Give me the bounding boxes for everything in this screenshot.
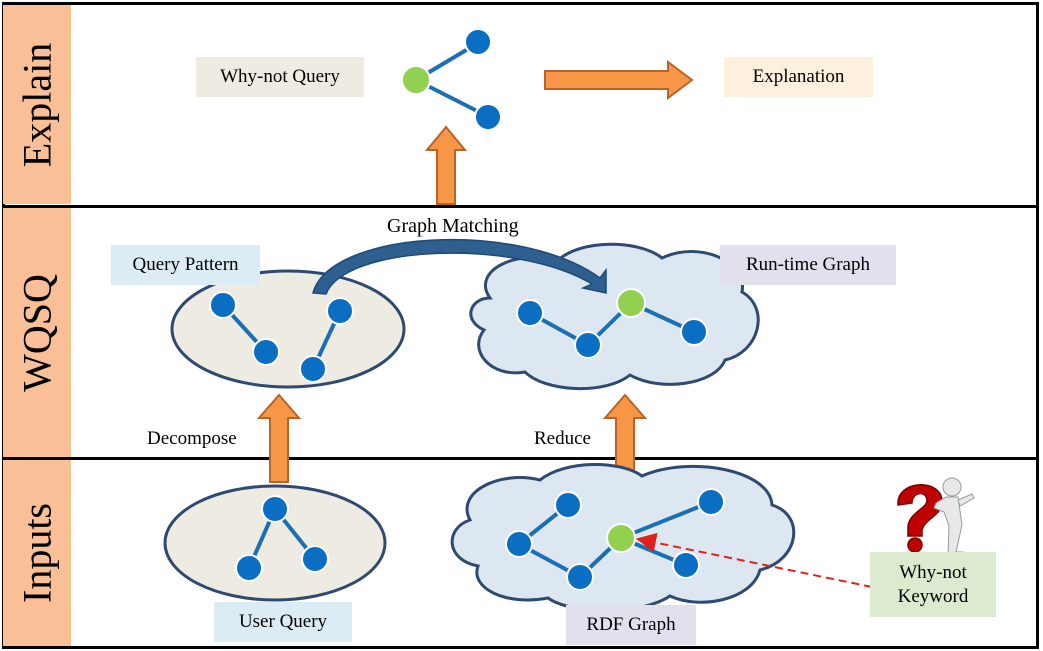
query-pattern-ellipse xyxy=(170,269,406,389)
graph-node xyxy=(299,355,327,383)
explanation-label: Explanation xyxy=(724,57,873,97)
graph-node xyxy=(566,563,594,591)
graph-node xyxy=(235,554,263,582)
graph-node xyxy=(516,299,544,327)
explain-right-arrow xyxy=(544,60,694,100)
graph-node-highlight xyxy=(606,523,636,553)
runtime-graph-nodes xyxy=(516,288,708,359)
whynot-keyword-label: Why-not Keyword xyxy=(870,552,996,617)
user-query-label: User Query xyxy=(214,602,352,642)
rdf-graph-nodes xyxy=(505,488,725,591)
rdf-graph-label: RDF Graph xyxy=(566,605,696,645)
user-query-ellipse xyxy=(163,484,387,602)
graph-node xyxy=(252,338,280,366)
graph-node-highlight xyxy=(616,288,646,318)
query-pattern-graph xyxy=(209,291,354,383)
whynot-query-graph xyxy=(401,28,502,131)
graph-node xyxy=(680,318,708,346)
question-mark-person-icon xyxy=(897,477,975,557)
runtime-graph-label: Run-time Graph xyxy=(720,245,896,285)
graph-node xyxy=(326,297,354,325)
graph-node xyxy=(261,495,289,523)
wqsq-layer-label: WQSQ xyxy=(3,208,71,457)
inputs-layer-label: Inputs xyxy=(3,460,71,646)
graph-node xyxy=(554,491,582,519)
reduce-up-arrow xyxy=(602,393,648,481)
graph-matching-label: Graph Matching xyxy=(387,215,519,237)
match-up-arrow xyxy=(424,125,468,205)
whynot-query-label: Why-not Query xyxy=(196,57,364,97)
graph-node xyxy=(672,551,700,579)
decompose-up-arrow xyxy=(256,393,302,483)
decompose-label: Decompose xyxy=(147,428,237,449)
user-query-graph xyxy=(235,495,329,582)
whynot-keyword-dashed-arrow xyxy=(636,532,873,588)
query-pattern-label: Query Pattern xyxy=(111,245,260,285)
graph-node xyxy=(209,291,237,319)
graph-node xyxy=(464,28,492,56)
graph-node xyxy=(301,545,329,573)
reduce-label: Reduce xyxy=(534,428,591,449)
explain-layer xyxy=(2,2,1039,208)
graph-node-highlight xyxy=(401,65,431,95)
graph-matching-arrow xyxy=(312,239,607,295)
explain-layer-label: Explain xyxy=(3,5,71,204)
graph-node xyxy=(697,488,725,516)
graph-node xyxy=(505,530,533,558)
graph-node xyxy=(474,103,502,131)
graph-node xyxy=(574,331,602,359)
